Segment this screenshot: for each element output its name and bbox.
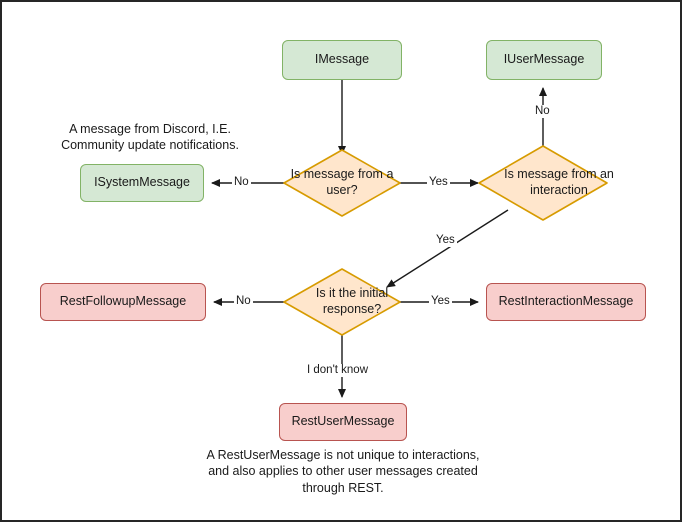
node-decision-initial[interactable]: Is it the initial response? — [283, 268, 401, 336]
node-restfollowupmessage[interactable]: RestFollowupMessage — [40, 283, 206, 321]
node-decision-user[interactable]: Is message from a user? — [283, 149, 401, 217]
node-imessage-label: IMessage — [314, 52, 370, 67]
decision-user-shape — [283, 149, 401, 217]
edge-label-initial-yes: Yes — [429, 295, 452, 308]
node-restfollowupmessage-label: RestFollowupMessage — [59, 294, 187, 309]
node-restusermessage-label: RestUserMessage — [291, 414, 395, 429]
edge-decision-interaction-yes — [386, 209, 509, 288]
note-rest-user-message: A RestUserMessage is not unique to inter… — [206, 448, 480, 495]
node-imessage[interactable]: IMessage — [282, 40, 402, 80]
node-restusermessage[interactable]: RestUserMessage — [279, 403, 407, 441]
node-decision-interaction[interactable]: Is message from an interaction — [478, 145, 614, 221]
note-system-message: A message from Discord, I.E. Community u… — [61, 122, 239, 153]
decision-initial-shape — [283, 268, 401, 336]
node-isystemmessage-label: ISystemMessage — [94, 175, 190, 190]
edge-label-interaction-yes: Yes — [434, 234, 457, 247]
edge-label-initial-unknown: I don't know — [305, 364, 371, 377]
node-iusermessage-label: IUserMessage — [503, 52, 585, 67]
node-restinteractionmessage-label: RestInteractionMessage — [498, 294, 634, 309]
edge-label-user-no: No — [232, 176, 251, 189]
node-iusermessage[interactable]: IUserMessage — [486, 40, 602, 80]
edge-label-interaction-no: No — [533, 105, 552, 118]
edge-label-initial-no: No — [234, 295, 253, 308]
decision-interaction-shape — [478, 145, 608, 221]
edge-label-user-yes: Yes — [427, 176, 450, 189]
node-isystemmessage[interactable]: ISystemMessage — [80, 164, 204, 202]
node-restinteractionmessage[interactable]: RestInteractionMessage — [486, 283, 646, 321]
